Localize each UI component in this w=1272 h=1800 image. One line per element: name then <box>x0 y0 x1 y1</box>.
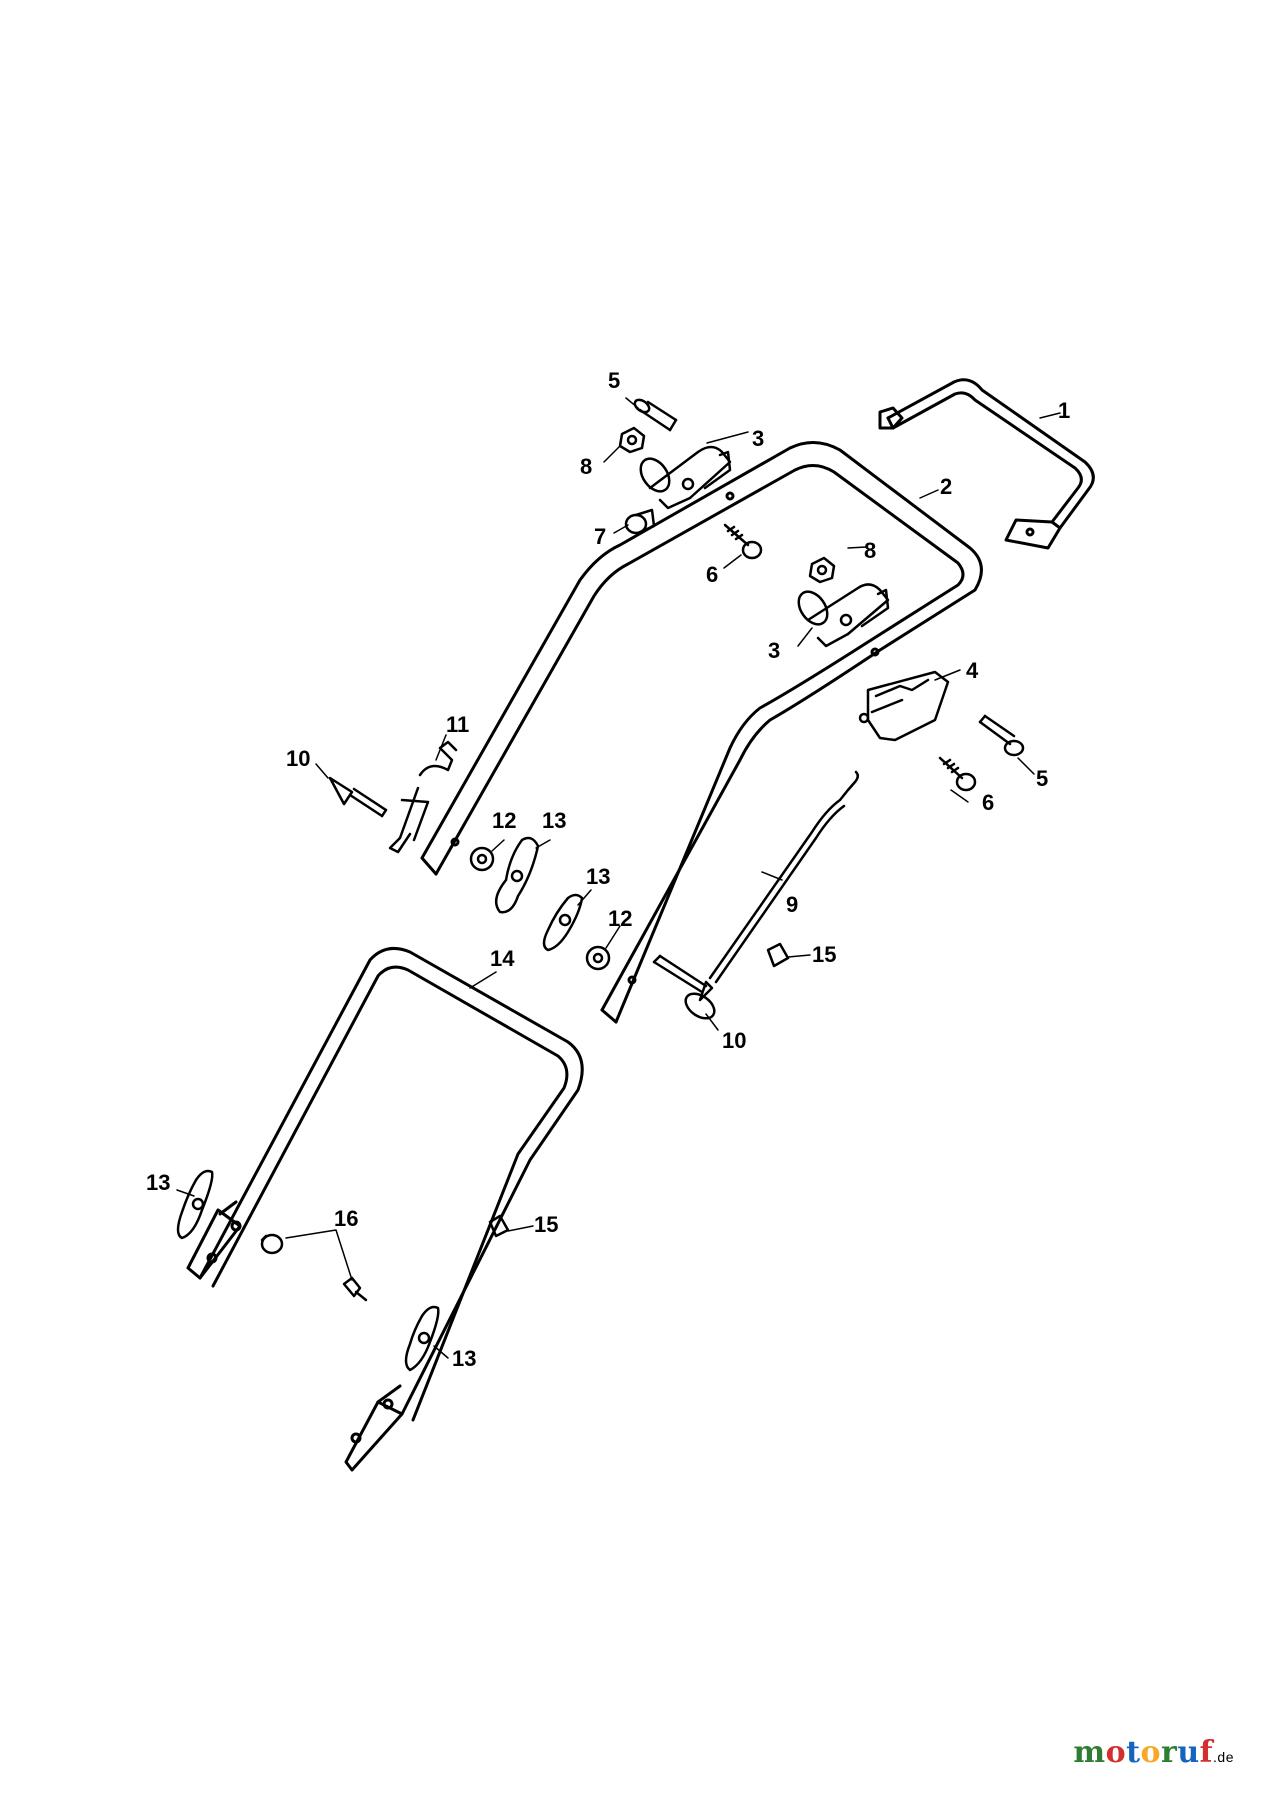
part-11-clip <box>388 740 458 854</box>
brand-letter: r <box>1161 1735 1178 1770</box>
part-7-spacer <box>624 508 656 535</box>
part-9-cable <box>708 770 859 984</box>
part-5-bolt-upper <box>633 398 678 432</box>
label-part-6-upper: 6 <box>706 562 718 587</box>
brand-letter: u <box>1177 1735 1200 1770</box>
part-8-nut-lower <box>808 556 836 584</box>
label-part-2: 2 <box>940 474 952 499</box>
part-16-bolt <box>342 1276 368 1302</box>
label-part-8-lower: 8 <box>864 538 876 563</box>
label-part-10-right: 10 <box>722 1028 746 1053</box>
part-3-bracket-lower <box>797 583 890 648</box>
part-10-bolt-left <box>328 776 388 818</box>
part-5-bolt-lower <box>978 714 1025 757</box>
label-part-10-left: 10 <box>286 746 310 771</box>
brand-suffix: .de <box>1213 1749 1234 1765</box>
label-part-9: 9 <box>786 892 798 917</box>
label-part-15-lower: 15 <box>534 1212 558 1237</box>
brand-logo: motoruf.de <box>1073 1735 1234 1770</box>
part-6-screw-lower <box>938 756 977 792</box>
leader-lines <box>176 397 1061 1359</box>
brand-letter: m <box>1073 1735 1106 1770</box>
label-part-4: 4 <box>966 658 979 683</box>
part-13-wingnut-b <box>542 893 584 952</box>
label-part-16: 16 <box>334 1206 358 1231</box>
brand-letter: o <box>1105 1735 1127 1770</box>
label-part-13-d: 13 <box>452 1346 476 1371</box>
label-part-5-lower: 5 <box>1036 766 1048 791</box>
label-part-6-lower: 6 <box>982 790 994 815</box>
part-1-bail-handle <box>878 378 1095 550</box>
label-part-13-a: 13 <box>542 808 566 833</box>
part-12-washer-lower <box>585 945 611 971</box>
label-part-5-upper: 5 <box>608 368 620 393</box>
label-part-15-upper: 15 <box>812 942 836 967</box>
label-part-8-upper: 8 <box>580 454 592 479</box>
part-14-lower-handle <box>186 946 584 1472</box>
part-13-wingnut-a <box>494 836 540 914</box>
label-part-11: 11 <box>446 712 469 737</box>
brand-letter: o <box>1140 1735 1161 1770</box>
part-3-bracket-upper <box>639 445 732 510</box>
part-13-wingnut-c <box>176 1169 214 1240</box>
part-2-upper-handle <box>420 441 983 1024</box>
label-part-3-upper: 3 <box>752 426 764 451</box>
brand-letters: motoruf <box>1073 1735 1213 1770</box>
brand-letter: f <box>1199 1735 1214 1770</box>
label-part-12-upper: 12 <box>492 808 516 833</box>
part-12-washer-upper <box>469 846 495 872</box>
label-part-12-lower: 12 <box>608 906 632 931</box>
label-part-7: 7 <box>594 524 606 549</box>
label-part-1: 1 <box>1058 398 1070 423</box>
label-part-3-lower: 3 <box>768 638 780 663</box>
part-15-clip-lower <box>488 1214 510 1238</box>
part-4-cable-guide <box>858 670 950 742</box>
part-8-nut-upper <box>618 426 646 454</box>
part-15-clip-upper <box>766 942 790 968</box>
part-labels: 1 2 3 3 4 5 5 6 6 7 8 8 9 10 10 11 12 12… <box>146 368 1070 1371</box>
part-6-screw-upper <box>723 523 763 560</box>
part-10-bolt-right <box>652 954 716 1020</box>
brand-letter: t <box>1126 1735 1141 1770</box>
label-part-13-b: 13 <box>586 864 610 889</box>
part-16-plug <box>260 1233 284 1255</box>
part-13-wingnut-d <box>404 1305 440 1372</box>
label-part-14: 14 <box>490 946 515 971</box>
label-part-13-c: 13 <box>146 1170 170 1195</box>
